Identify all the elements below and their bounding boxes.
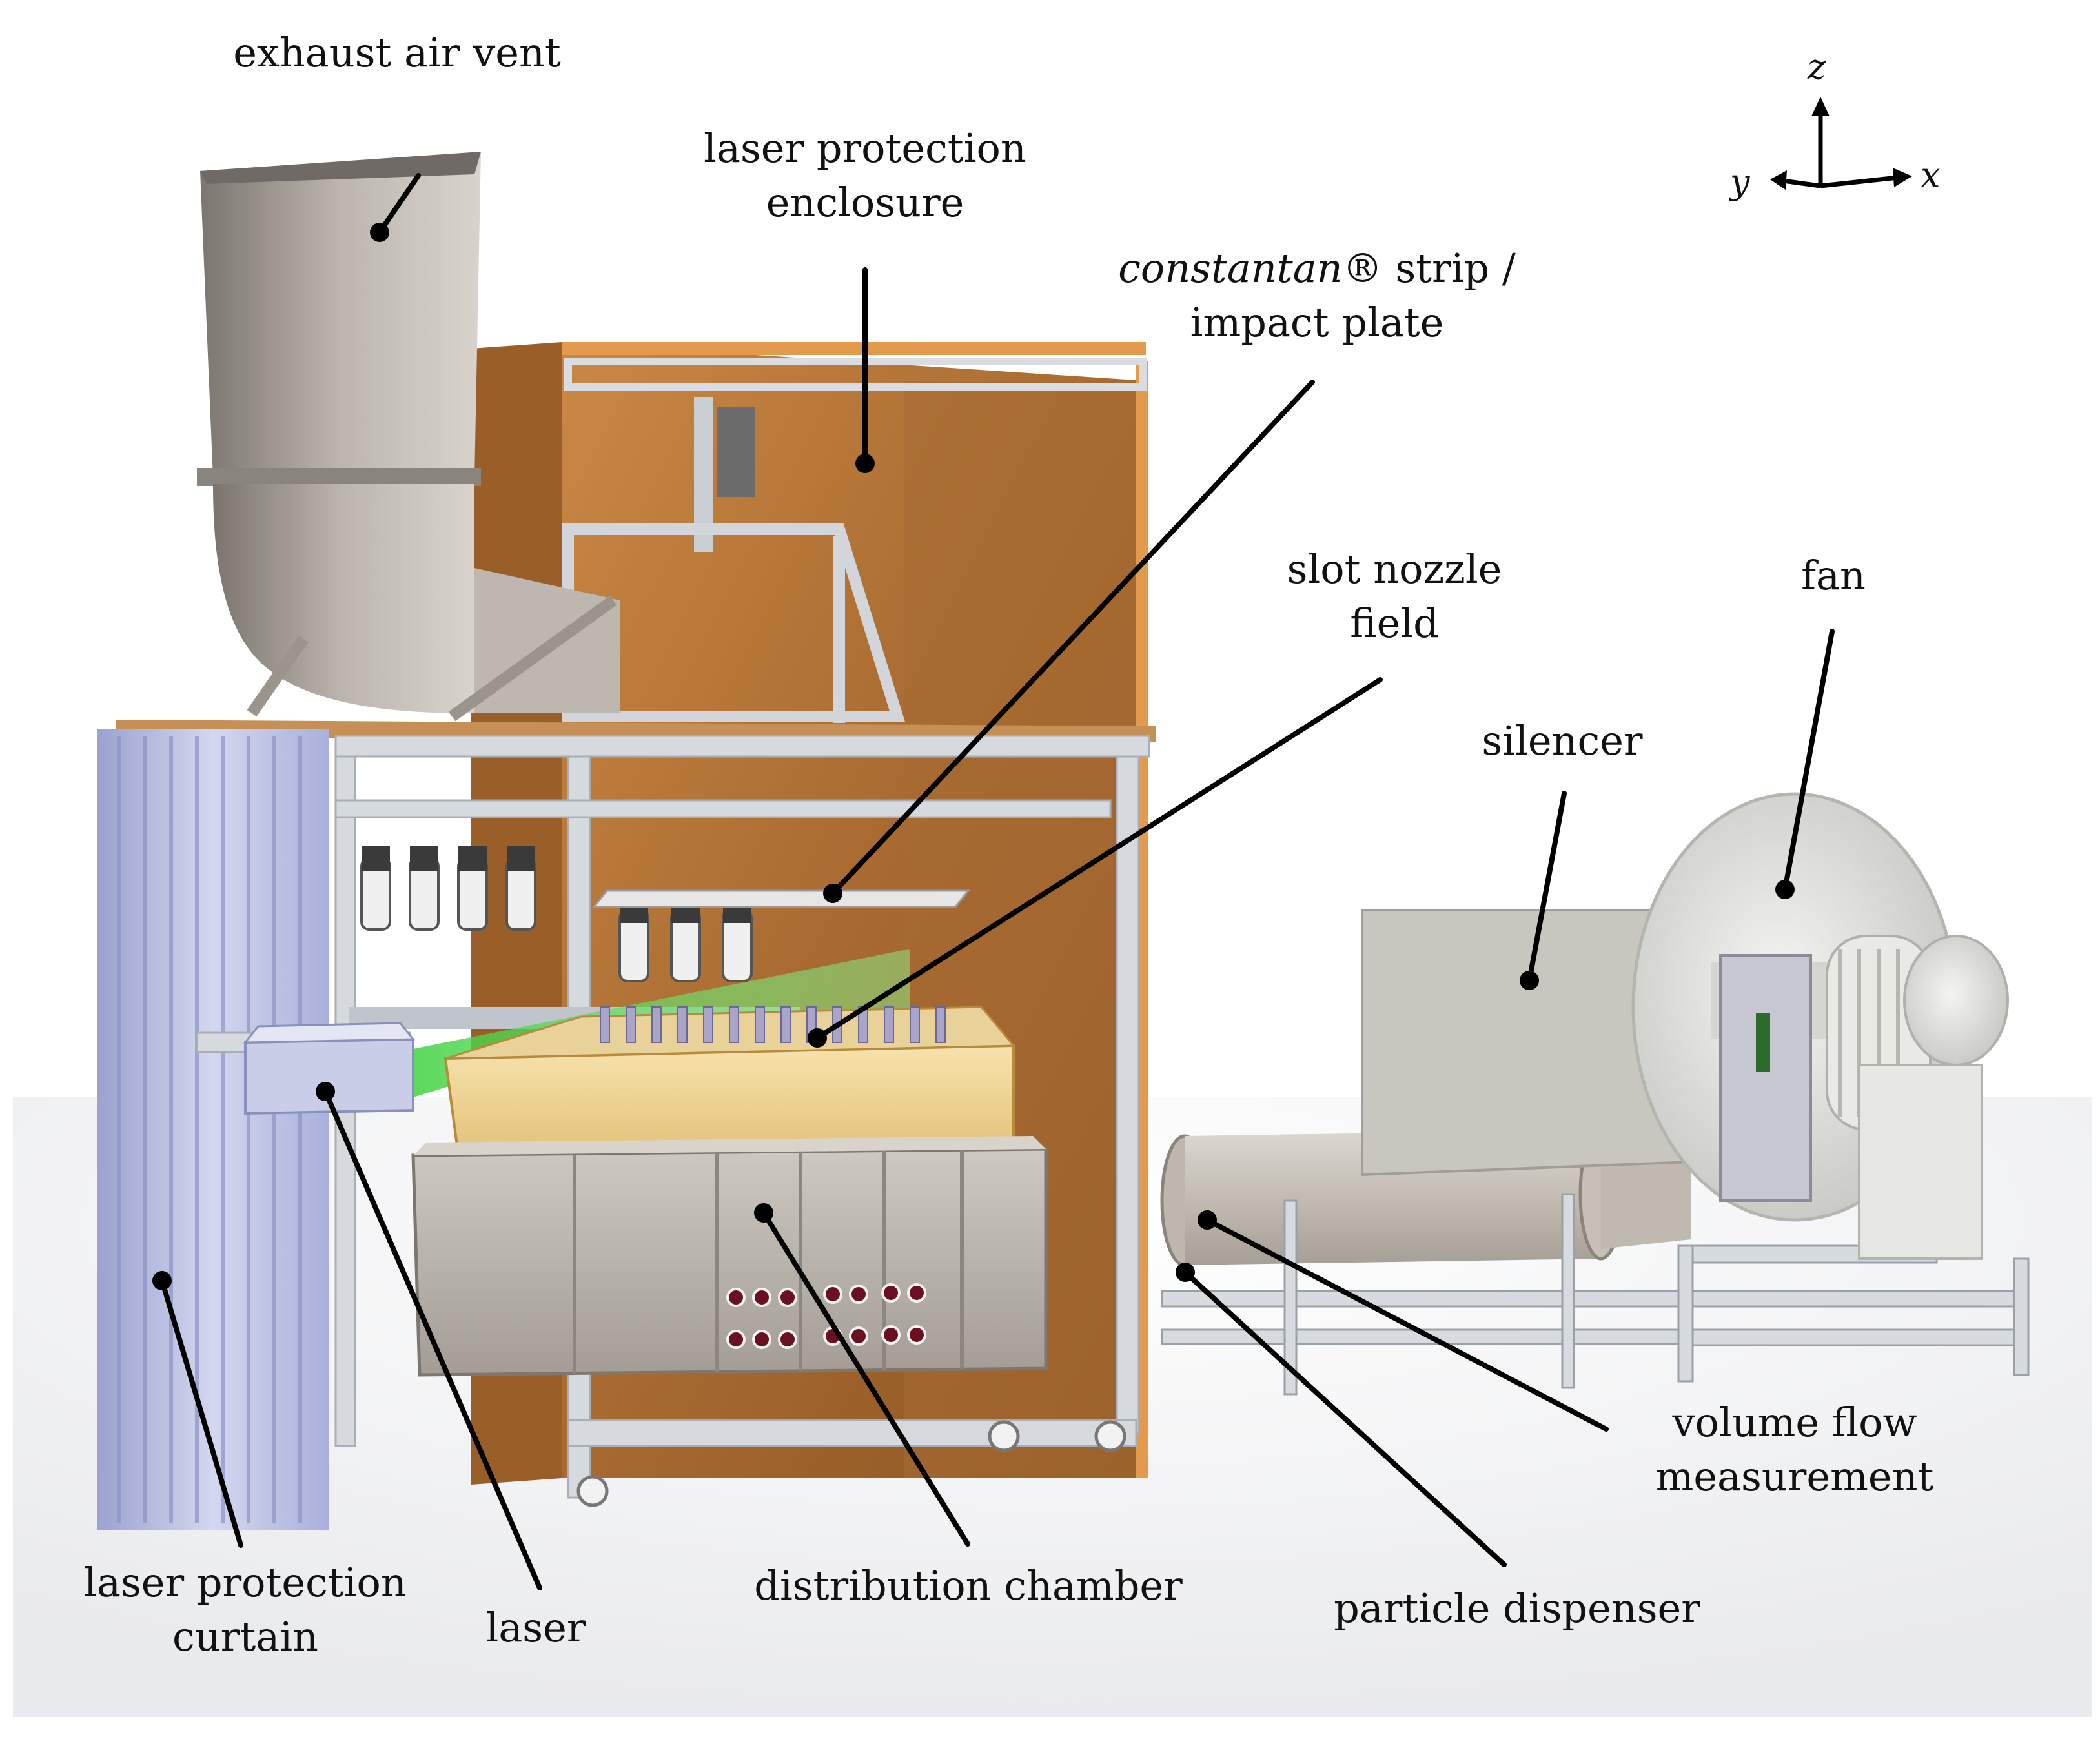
castor-wheels: [576, 1420, 1126, 1507]
coordinate-axes: [1770, 97, 1912, 190]
label-silencer: silencer: [1433, 714, 1691, 768]
label-laser-protection-enclosure-line2: enclosure: [766, 179, 964, 226]
label-slot-nozzle-field: slot nozzle field: [1227, 542, 1562, 651]
label-distribution-chamber: distribution chamber: [729, 1559, 1207, 1613]
label-laser-line1: laser: [485, 1604, 586, 1651]
label-particle-dispenser-line1: particle dispenser: [1334, 1585, 1700, 1632]
pipe-rack: [1161, 1193, 2030, 1396]
axis-x-label: x: [1921, 155, 1941, 196]
leader-dots: [152, 223, 1795, 1290]
label-fan-line1: fan: [1801, 552, 1866, 599]
label-laser: laser: [452, 1601, 620, 1655]
label-laser-protection-curtain-line1: laser protection: [84, 1559, 407, 1606]
label-constantan-rest: ® strip /: [1342, 245, 1516, 292]
laser-protection-curtain-graphic: [97, 729, 329, 1530]
impact-plate-graphic: [591, 889, 971, 908]
label-volume-flow-measurement-line1: volume flow: [1672, 1399, 1917, 1446]
label-particle-dispenser: particle dispenser: [1298, 1581, 1737, 1636]
axis-z-label: z: [1808, 46, 1826, 87]
slot-nozzle-field-graphic: [443, 1006, 1016, 1157]
label-fan: fan: [1756, 549, 1911, 603]
label-constantan-italic: constantan: [1118, 245, 1343, 292]
leader-lines: [159, 173, 1835, 1590]
label-constantan-strip-line1: constantan® strip /: [1110, 241, 1524, 296]
label-constantan-strip-line2: impact plate: [1190, 299, 1444, 346]
label-volume-flow-measurement: volume flow measurement: [1614, 1396, 1975, 1504]
label-exhaust-air-vent: exhaust air vent: [216, 26, 578, 80]
label-volume-flow-measurement-line2: measurement: [1655, 1453, 1934, 1500]
axis-y-label: y: [1730, 161, 1750, 202]
distribution-chamber-graphic: [411, 1136, 1048, 1377]
label-distribution-chamber-line1: distribution chamber: [754, 1562, 1183, 1609]
label-exhaust-air-vent-line1: exhaust air vent: [233, 29, 561, 76]
label-silencer-line1: silencer: [1482, 717, 1643, 764]
label-slot-nozzle-field-line1: slot nozzle: [1287, 545, 1502, 593]
fan-graphic: [1631, 792, 2009, 1260]
label-laser-protection-curtain-line2: curtain: [172, 1613, 318, 1660]
exhaust-air-vent-graphic: [197, 152, 620, 722]
label-slot-nozzle-field-line2: field: [1350, 600, 1439, 647]
label-laser-protection-enclosure-line1: laser protection: [704, 125, 1026, 172]
laser-head-graphic: [243, 1022, 416, 1115]
label-laser-protection-enclosure: laser protection enclosure: [684, 121, 1046, 230]
label-laser-protection-curtain: laser protection curtain: [65, 1556, 426, 1664]
label-constantan-strip: constantan® strip / impact plate: [1110, 241, 1524, 350]
